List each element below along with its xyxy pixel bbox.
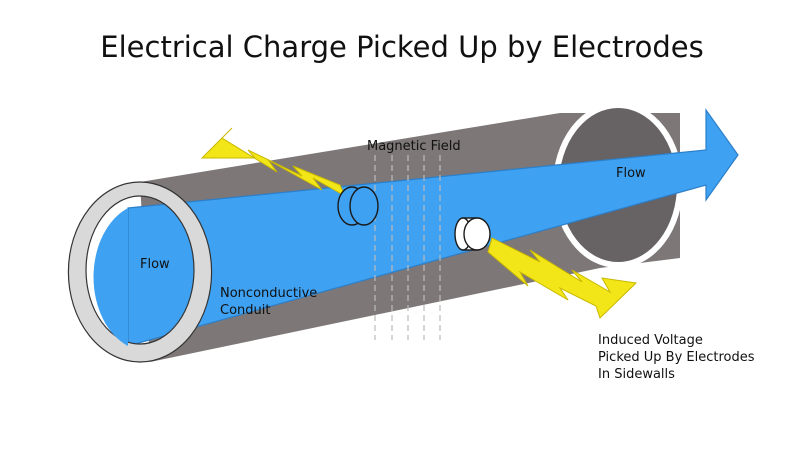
voltage-label-line2: Picked Up By Electrodes	[598, 350, 755, 365]
front-electrode	[454, 217, 491, 251]
magnetic-field-label: Magnetic Field	[367, 139, 461, 154]
conduit-inner-face	[93, 208, 128, 346]
voltage-label-line1: Induced Voltage	[598, 333, 703, 348]
diagram-title: Electrical Charge Picked Up by Electrode…	[100, 30, 703, 64]
conduit-label-line1: Nonconductive	[220, 286, 317, 301]
conduit-near-rim	[67, 181, 213, 363]
voltage-label-line3: In Sidewalls	[598, 367, 675, 382]
conduit-label-line2: Conduit	[220, 303, 270, 318]
flow-label-left: Flow	[140, 257, 170, 272]
back-electrode	[337, 186, 379, 226]
magnetic-field-lines	[374, 155, 441, 340]
flow-stream	[127, 108, 739, 347]
flow-label-right: Flow	[616, 166, 646, 181]
voltage-bolt-upper	[200, 127, 347, 198]
voltage-bolt-lower	[487, 237, 638, 319]
